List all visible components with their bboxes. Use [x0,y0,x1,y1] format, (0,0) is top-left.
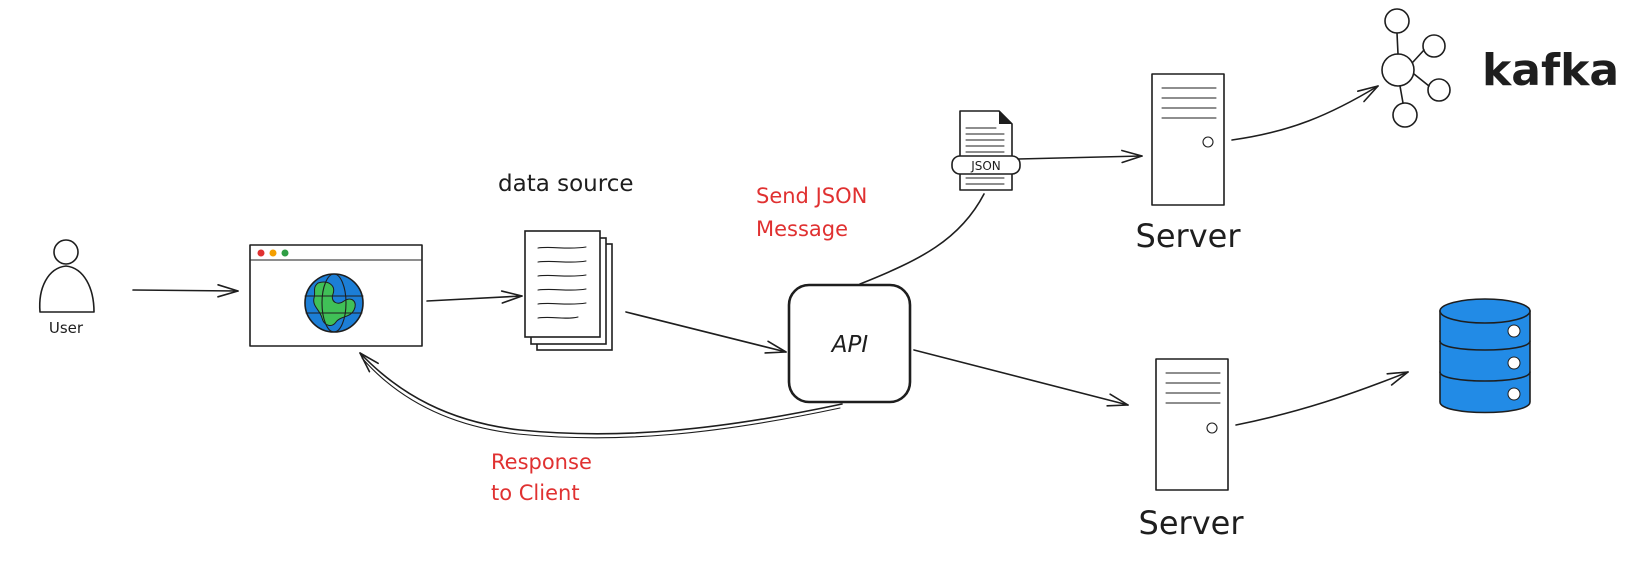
kafka-node: kafka [1381,8,1619,128]
arrow-json-to-server-top [1017,149,1143,164]
user-icon [38,239,95,313]
response-label: Response [491,450,592,474]
api-label: API [830,332,869,358]
json-file-icon: JSON [951,110,1021,191]
api-node: API [787,283,912,404]
arrow-api-to-server-bottom [913,349,1129,407]
api-box [787,283,912,404]
server-bottom-node: Server [1139,358,1245,542]
user-node: User [38,239,95,337]
data-source-node: data source [498,171,634,351]
kafka-label: kafka [1482,45,1619,96]
server-top-label: Server [1136,217,1242,255]
database-icon [1439,298,1531,414]
browser-dot-yellow [269,249,277,257]
browser-dot-red [257,249,265,257]
arrow-api-to-browser-response-stroke [361,357,841,439]
arrow-server-to-kafka [1231,85,1379,141]
send-json-label: Send JSON [756,184,867,208]
server-icon [1155,358,1229,491]
message-label: Message [756,217,848,241]
user-label: User [49,319,84,337]
arrow-server-to-database [1235,371,1409,426]
arrow-user-to-browser [132,284,239,298]
to-client-label: to Client [491,481,580,505]
globe-icon [304,273,364,333]
server-top-node: Server [1136,73,1242,255]
documents-icon [524,230,613,351]
arrow-browser-to-data-source [426,290,523,304]
browser-dot-green [281,249,289,257]
server-icon [1151,73,1225,206]
line-api-to-json [859,193,985,285]
arrow-api-to-browser-response [359,352,843,435]
server-bottom-label: Server [1139,504,1245,542]
browser-window-icon [249,244,423,347]
data-source-label: data source [498,171,634,197]
arrow-data-source-to-api [625,311,787,354]
kafka-logo-icon [1381,8,1451,128]
json-badge-label: JSON [970,159,1001,173]
